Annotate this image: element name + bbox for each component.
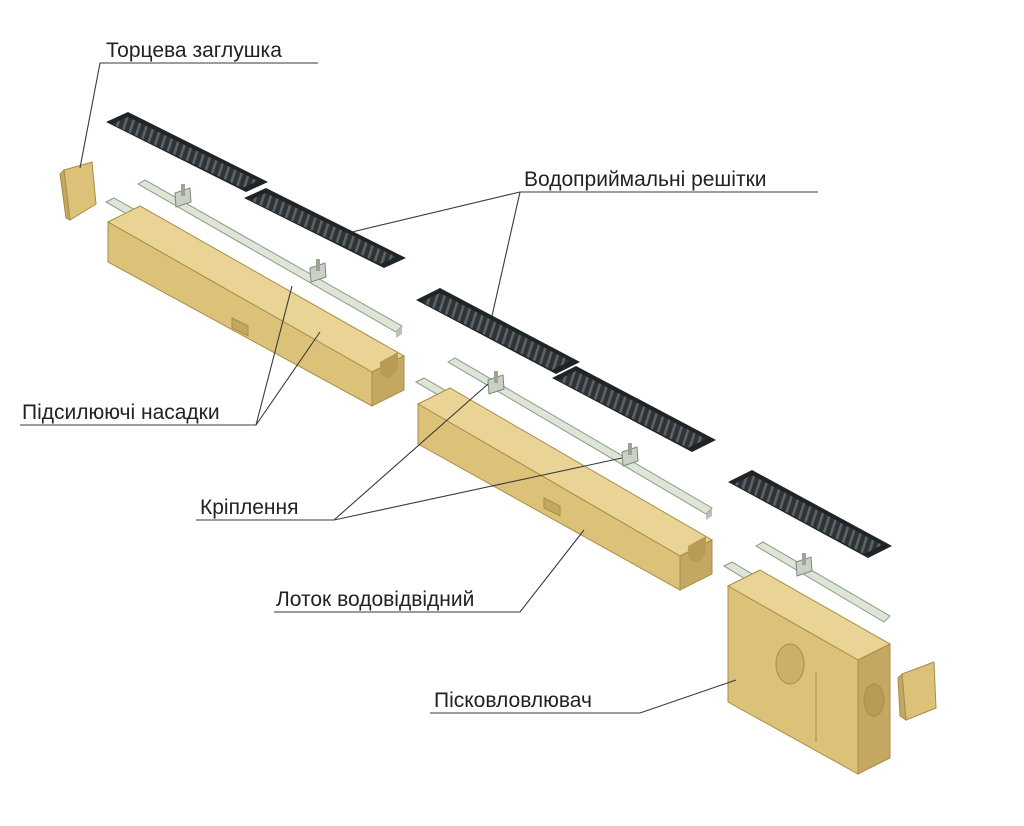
leader-gratings-2 [492,192,520,316]
fastening-clip-1b [310,259,326,282]
grating-3 [728,470,892,558]
fastening-clip-1a [175,184,191,207]
end-cap-left [60,162,96,220]
grating-2a [416,288,580,374]
label-reinforcing-edges: Підсилюючі насадки [22,401,220,424]
end-cap-right [898,662,936,720]
label-sand-trap: Пісковловлювач [434,689,592,712]
leader-gratings [352,192,818,232]
leader-lines [20,63,818,713]
grating-2b [552,366,716,452]
sand-trap [728,570,890,774]
label-channel: Лоток водовідвідний [276,588,474,611]
label-fastening: Кріплення [200,496,298,519]
grating-1a [106,112,268,192]
fastening-clip-2b [622,443,638,466]
label-gratings: Водоприймальні решітки [524,168,766,191]
label-end-cap: Торцева заглушка [106,39,282,62]
